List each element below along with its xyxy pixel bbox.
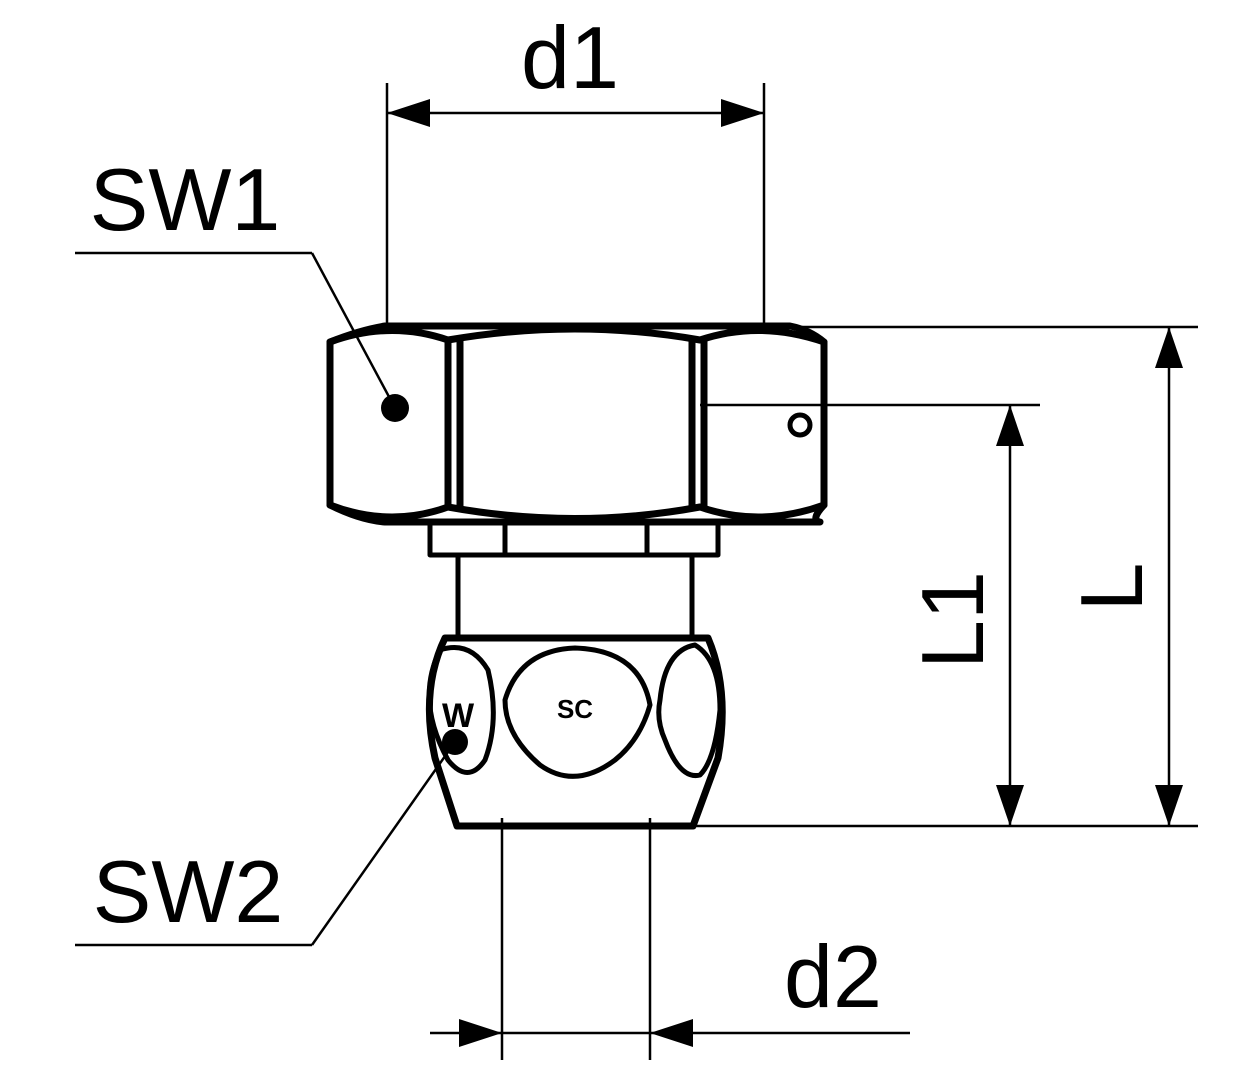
label-d1: d1 xyxy=(521,8,619,107)
label-l: L xyxy=(1062,563,1161,612)
lower-hex-body: W SC xyxy=(425,634,726,830)
leader-sw2: SW2 xyxy=(75,741,457,947)
dimension-l: L xyxy=(693,325,1198,828)
marking-w: W xyxy=(442,697,475,735)
marker-circle xyxy=(787,412,813,438)
label-sw2: SW2 xyxy=(93,842,284,941)
upper-hex-nut xyxy=(326,322,828,526)
dimension-d1: d1 xyxy=(385,8,766,326)
label-l1: L1 xyxy=(903,571,1002,669)
neck xyxy=(455,555,695,638)
collar xyxy=(427,519,721,558)
dimension-l1: L1 xyxy=(700,403,1040,826)
label-d2: d2 xyxy=(784,927,882,1026)
marking-sc: SC xyxy=(557,694,593,724)
leader-sw1: SW1 xyxy=(75,150,397,409)
label-sw1: SW1 xyxy=(90,150,281,249)
dimension-d2: d2 xyxy=(430,818,910,1060)
